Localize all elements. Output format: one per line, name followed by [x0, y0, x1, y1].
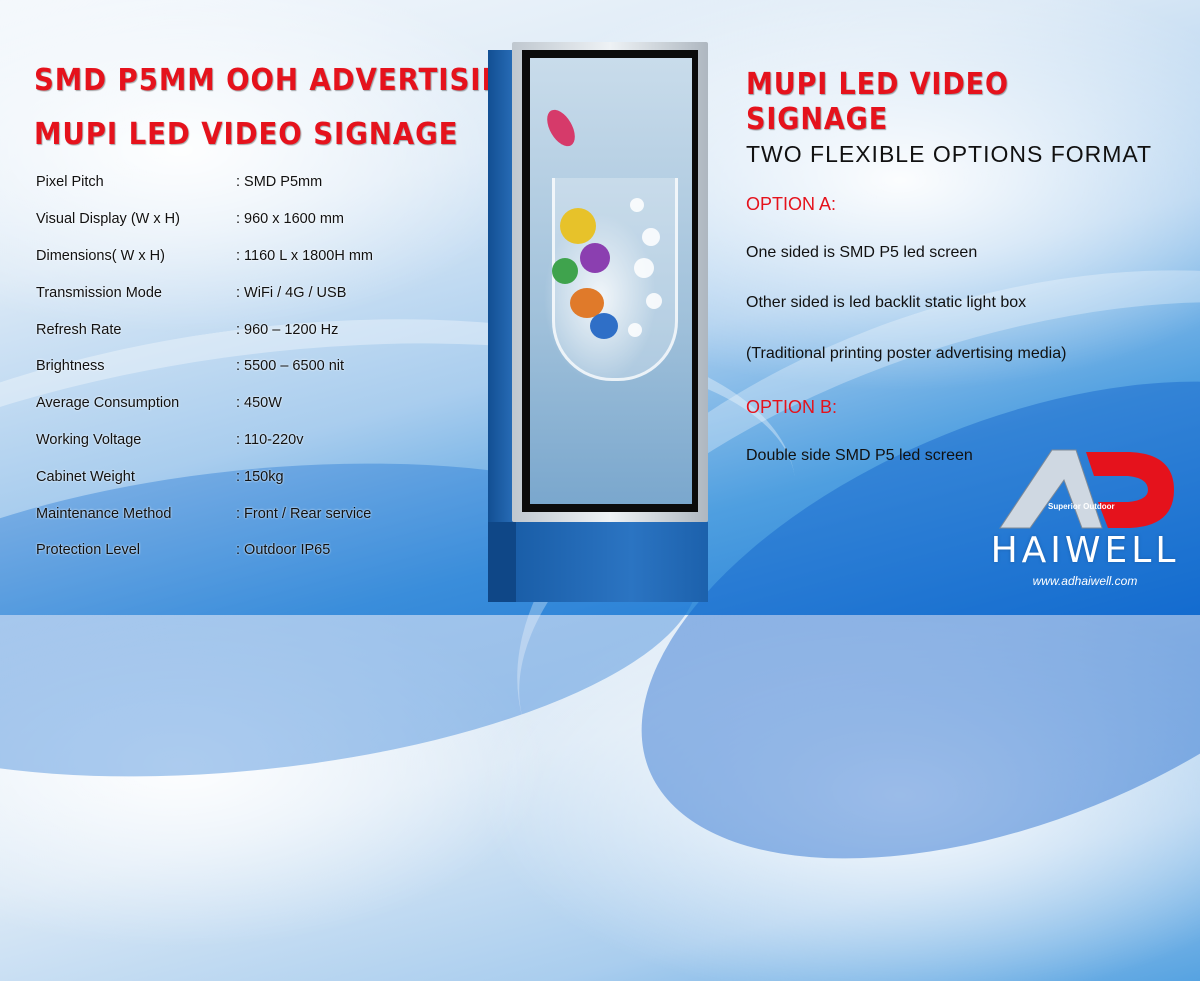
haiwell-logo: Superior Outdoor HAIWELL www.adhaiwell.c… — [990, 440, 1190, 610]
option-b-line1: Double side SMD P5 led screen — [746, 447, 973, 464]
left-title-line1: SMD P5MM OOH ADVERTISING — [34, 63, 530, 98]
spec-label: Working Voltage — [36, 431, 142, 448]
logo-tagline: Superior Outdoor — [1048, 502, 1115, 511]
fruit-shape — [580, 243, 610, 273]
spec-row: Visual Display (W x H) : 960 x 1600 mm — [36, 201, 456, 238]
spec-value: : 150kg — [236, 468, 284, 485]
spec-value: : 960 – 1200 Hz — [236, 321, 339, 338]
spec-row: Maintenance Method : Front / Rear service — [36, 495, 456, 532]
spec-label: Refresh Rate — [36, 321, 122, 338]
spec-label: Dimensions( W x H) — [36, 247, 165, 264]
spec-value: : 960 x 1600 mm — [236, 211, 344, 228]
spec-row: Refresh Rate : 960 – 1200 Hz — [36, 311, 456, 348]
spec-label: Average Consumption — [36, 395, 180, 412]
fruit-shape — [590, 313, 618, 339]
spec-value: : Outdoor IP65 — [236, 542, 331, 559]
kiosk-base — [516, 522, 708, 602]
left-title-line2: MUPI LED VIDEO SIGNAGE — [34, 117, 459, 152]
option-a-line3: (Traditional printing poster advertising… — [746, 345, 1067, 362]
bubble — [634, 258, 654, 278]
option-a-heading: OPTION A: — [746, 194, 837, 214]
bubble — [628, 323, 642, 337]
ad-logo-icon — [999, 449, 1174, 529]
spec-value: : Front / Rear service — [236, 505, 372, 522]
logo-brand: HAIWELL — [990, 530, 1180, 571]
option-a-line1: One sided is SMD P5 led screen — [746, 244, 978, 261]
spec-row: Cabinet Weight : 150kg — [36, 458, 456, 495]
spec-row: Pixel Pitch : SMD P5mm — [36, 164, 456, 201]
spec-label: Visual Display (W x H) — [36, 211, 180, 228]
spec-label: Pixel Pitch — [36, 174, 104, 191]
spec-list: Pixel Pitch : SMD P5mm Visual Display (W … — [36, 164, 456, 569]
spec-label: Cabinet Weight — [36, 468, 135, 485]
kiosk-side-panel — [488, 50, 516, 560]
fruit-shape — [552, 258, 578, 284]
option-a-line2: Other sided is led backlit static light … — [746, 294, 1027, 311]
spec-row: Dimensions( W x H) : 1160 L x 1800H mm — [36, 238, 456, 275]
kiosk-base-side — [488, 522, 516, 602]
mupi-kiosk-image — [488, 42, 712, 602]
right-title: MUPI LED VIDEO SIGNAGE — [746, 67, 1009, 137]
spec-label: Maintenance Method — [36, 505, 172, 522]
spec-value: : 5500 – 6500 nit — [236, 358, 345, 375]
spec-row: Brightness : 5500 – 6500 nit — [36, 348, 456, 385]
right-subtitle: TWO FLEXIBLE OPTIONS FORMAT — [746, 141, 1153, 167]
spec-value: : 1160 L x 1800H mm — [236, 247, 374, 264]
spec-row: Average Consumption : 450W — [36, 385, 456, 422]
spec-row: Transmission Mode : WiFi / 4G / USB — [36, 274, 456, 311]
fruit-shape — [560, 208, 596, 244]
spec-value: : 450W — [236, 395, 282, 412]
logo-website: www.adhaiwell.com — [1032, 574, 1138, 588]
bubble — [630, 198, 644, 212]
spec-value: : SMD P5mm — [236, 174, 323, 191]
kiosk-screen — [530, 58, 692, 504]
spec-row: Protection Level : Outdoor IP65 — [36, 532, 456, 569]
bubble — [646, 293, 662, 309]
bubble — [642, 228, 660, 246]
spec-label: Brightness — [36, 358, 105, 375]
spec-value: : WiFi / 4G / USB — [236, 284, 347, 301]
fruit-shape — [541, 105, 581, 151]
option-b-heading: OPTION B: — [746, 397, 838, 417]
spec-label: Transmission Mode — [36, 284, 162, 301]
spec-label: Protection Level — [36, 542, 140, 559]
spec-value: : 110-220v — [236, 431, 304, 448]
spec-row: Working Voltage : 110-220v — [36, 422, 456, 459]
